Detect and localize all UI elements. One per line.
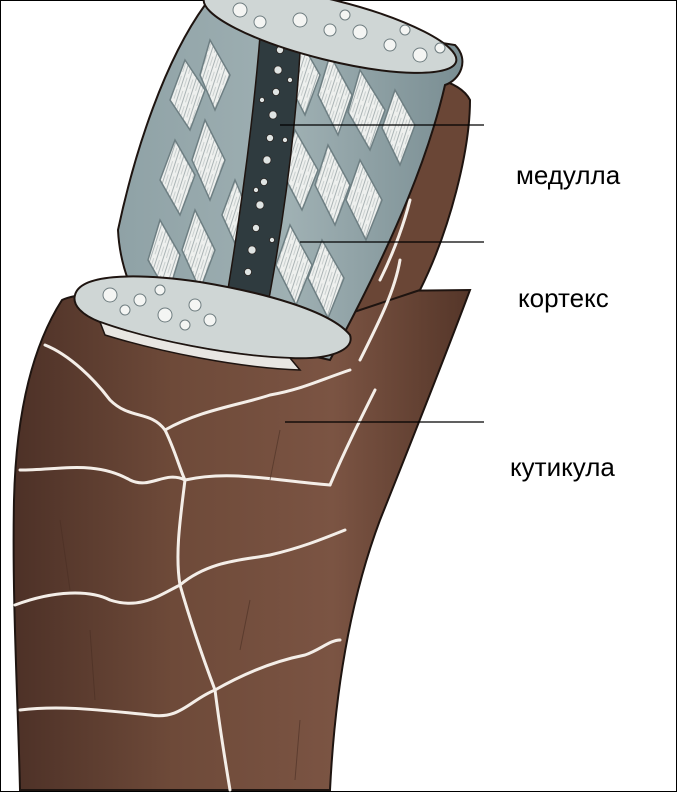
label-medulla: медулла [516, 160, 620, 191]
label-cuticle: кутикула [510, 452, 615, 483]
label-cortex: кортекс [518, 283, 609, 314]
